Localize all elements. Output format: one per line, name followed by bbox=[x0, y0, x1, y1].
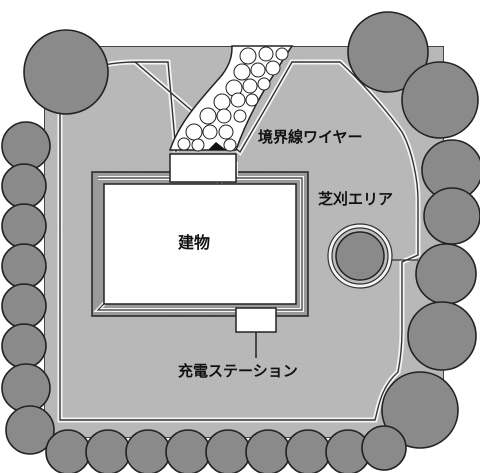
building bbox=[103, 183, 297, 305]
island-tree bbox=[327, 223, 418, 289]
charging-station bbox=[235, 307, 277, 333]
stone-path bbox=[168, 45, 294, 152]
label-building: 建物 bbox=[178, 233, 210, 252]
path-entrance bbox=[169, 153, 237, 183]
label-charging-station: 充電ステーション bbox=[178, 362, 298, 380]
building-group bbox=[91, 153, 309, 333]
label-boundary-wire: 境界線ワイヤー bbox=[258, 128, 363, 146]
perimeter-trees bbox=[1, 11, 480, 473]
label-lawn-area: 芝刈エリア bbox=[318, 190, 393, 208]
